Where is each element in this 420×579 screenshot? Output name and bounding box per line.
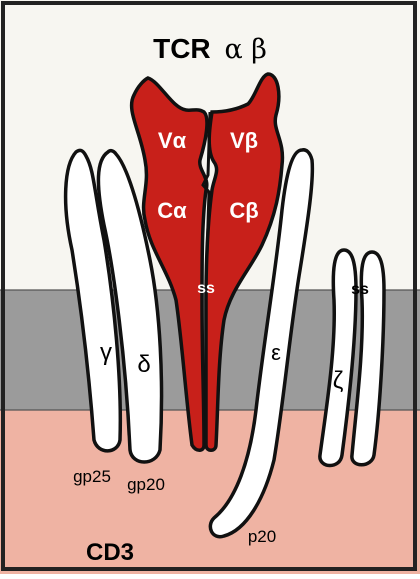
title-alpha-beta: α β (224, 34, 266, 65)
label-delta: δ (137, 351, 150, 378)
label-v-beta: Vβ (230, 128, 258, 153)
label-p20: p20 (248, 527, 276, 546)
figure-title: TCR α β (153, 33, 267, 65)
label-zeta-disulfide: ss (351, 281, 369, 298)
label-v-alpha: Vα (158, 128, 187, 153)
label-gp25: gp25 (73, 467, 111, 486)
label-zeta: ζ (333, 367, 344, 394)
label-c-beta: Cβ (229, 198, 258, 223)
label-epsilon: ε (271, 340, 281, 365)
title-tcr: TCR (153, 33, 211, 64)
label-tcr-disulfide: ss (197, 280, 215, 297)
label-gamma: γ (100, 339, 112, 366)
label-cd3: CD3 (86, 539, 134, 566)
label-gp20: gp20 (127, 475, 165, 494)
label-c-alpha: Cα (157, 198, 187, 223)
